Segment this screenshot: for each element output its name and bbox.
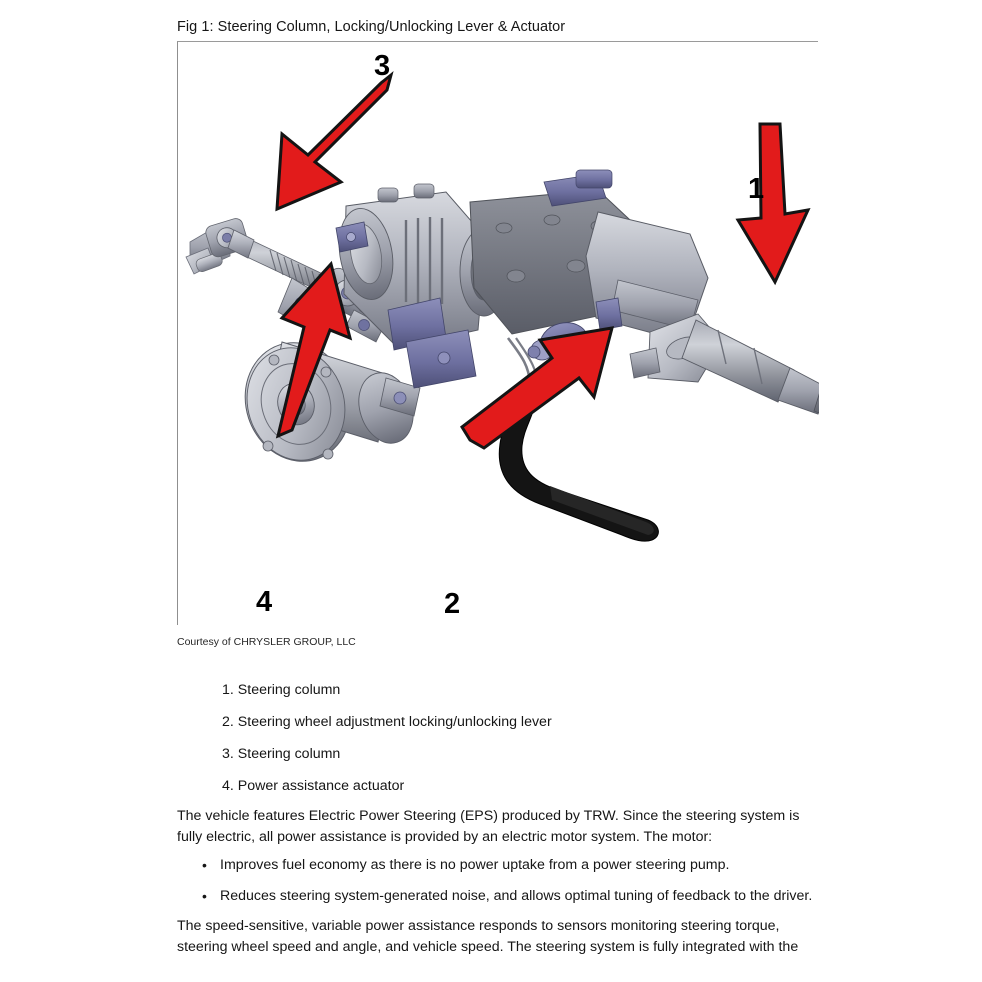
figure-frame bbox=[177, 41, 819, 626]
list-item: 1. Steering column bbox=[222, 681, 782, 699]
bullet-text: Reduces steering system-generated noise,… bbox=[220, 888, 813, 904]
legend-label: Steering wheel adjustment locking/unlock… bbox=[237, 714, 552, 730]
bullet-marker-icon: • bbox=[202, 888, 207, 904]
list-item: 2. Steering wheel adjustment locking/unl… bbox=[222, 713, 782, 731]
figure-illustration bbox=[178, 42, 819, 626]
callout-number-1: 1 bbox=[748, 173, 765, 205]
steering-column-shaft bbox=[647, 313, 819, 415]
power-assistance-actuator bbox=[244, 341, 421, 462]
steering-assembly-drawing bbox=[185, 70, 819, 542]
bullet-text: Improves fuel economy as there is no pow… bbox=[220, 857, 730, 873]
list-item: 3. Steering column bbox=[222, 745, 782, 763]
callout-arrow-3 bbox=[275, 70, 394, 212]
callout-number-3: 3 bbox=[374, 50, 391, 82]
legend-label: Steering column bbox=[237, 746, 341, 762]
figure-courtesy-line: Courtesy of CHRYSLER GROUP, LLC bbox=[177, 636, 356, 648]
legend-index: 1. bbox=[222, 682, 234, 698]
body-paragraph-1: The vehicle features Electric Power Stee… bbox=[177, 808, 800, 845]
upper-mounting-plate bbox=[469, 169, 631, 335]
list-item: • Reduces steering system-generated nois… bbox=[198, 887, 828, 906]
legend-label: Power assistance actuator bbox=[237, 778, 405, 794]
bullet-marker-icon: • bbox=[202, 857, 207, 873]
callout-legend-list: 1. Steering column 2. Steering wheel adj… bbox=[222, 681, 782, 809]
callout-arrow-2 bbox=[460, 326, 615, 450]
legend-label: Steering column bbox=[237, 682, 341, 698]
callout-arrow-1 bbox=[735, 122, 811, 286]
figure-title: Fig 1: Steering Column, Locking/Unlockin… bbox=[177, 19, 566, 35]
column-housing-right bbox=[506, 211, 709, 391]
list-item: • Improves fuel economy as there is no p… bbox=[198, 856, 828, 875]
callout-number-2: 2 bbox=[444, 588, 461, 620]
list-item: 4. Power assistance actuator bbox=[222, 777, 782, 795]
legend-index: 3. bbox=[222, 746, 234, 762]
callout-number-4: 4 bbox=[256, 586, 273, 618]
body-paragraph-2: The speed-sensitive, variable power assi… bbox=[177, 918, 799, 955]
feature-bullet-list: • Improves fuel economy as there is no p… bbox=[198, 856, 828, 918]
legend-index: 2. bbox=[222, 714, 234, 730]
callout-arrow-4 bbox=[275, 260, 353, 439]
legend-index: 4. bbox=[222, 778, 234, 794]
